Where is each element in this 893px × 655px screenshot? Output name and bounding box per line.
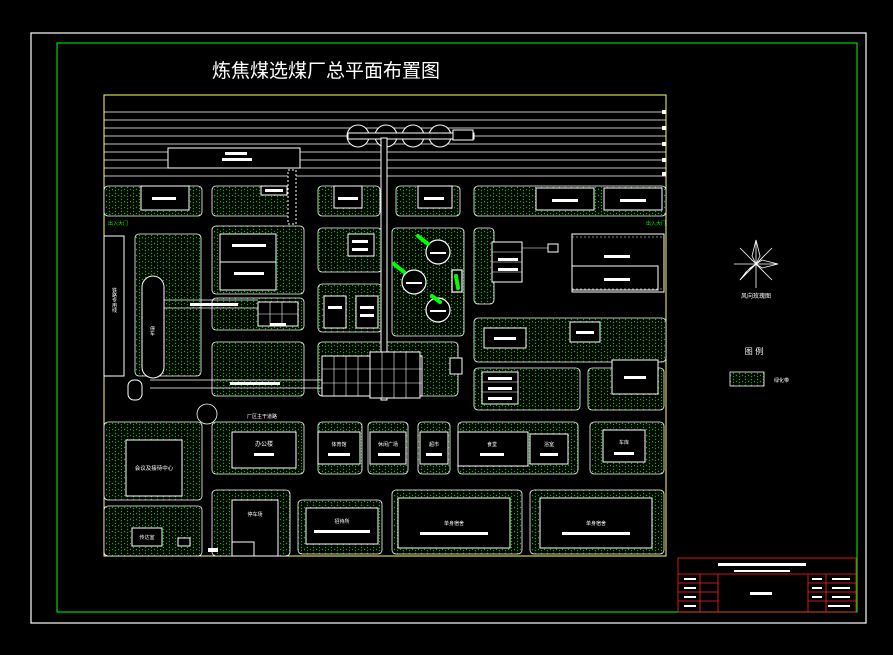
canteen-label: 食堂	[487, 441, 497, 448]
lab-label: 招待所	[334, 518, 349, 525]
compass-caption: 风向玫瑰图	[741, 292, 771, 300]
legend-green-label: 绿化带	[774, 377, 789, 384]
building-labels-east	[488, 255, 646, 400]
outer-frame	[30, 32, 867, 624]
loading-silos	[346, 124, 475, 148]
dining-label: 体育馆	[331, 441, 346, 448]
bath-label: 浴室	[544, 441, 554, 448]
dorm-1-label: 单身宿舍	[444, 520, 464, 527]
inner-frame	[56, 42, 858, 613]
parking-w-label: 停车	[149, 325, 155, 337]
roads	[150, 299, 322, 425]
store-label: 超市	[429, 441, 439, 448]
grid-building	[258, 302, 298, 326]
building-labels-north	[152, 189, 646, 202]
west-rail-strip	[103, 235, 125, 377]
dorm-2-label: 单身宿舍	[586, 520, 606, 527]
main-road-label: 厂区主干道路	[247, 413, 277, 420]
flow-arrows	[392, 234, 460, 304]
west-road-label: 铁路专用线	[111, 287, 117, 313]
track-end-markers	[662, 110, 666, 176]
main-conveyor	[380, 137, 388, 401]
conference-label: 会议及接待中心	[135, 464, 174, 472]
legend-swatch	[729, 371, 765, 387]
east-gate-label: 出入大门	[646, 220, 666, 227]
office-label: 办公楼	[255, 440, 273, 448]
drawing-title: 炼焦煤选煤厂总平面布置图	[212, 60, 440, 82]
guard-label: 传达室	[139, 534, 154, 541]
plaza-label: 休闲广场	[378, 441, 398, 448]
legend-title: 图 例	[745, 346, 764, 356]
west-gate-label: 出入大门	[108, 220, 128, 227]
parking-label: 停车场	[247, 511, 262, 518]
garage-label: 车库	[619, 439, 629, 446]
title-block	[677, 557, 857, 613]
main-plant	[321, 351, 423, 399]
buildings-south	[125, 429, 653, 557]
wind-rose-icon	[734, 239, 779, 288]
